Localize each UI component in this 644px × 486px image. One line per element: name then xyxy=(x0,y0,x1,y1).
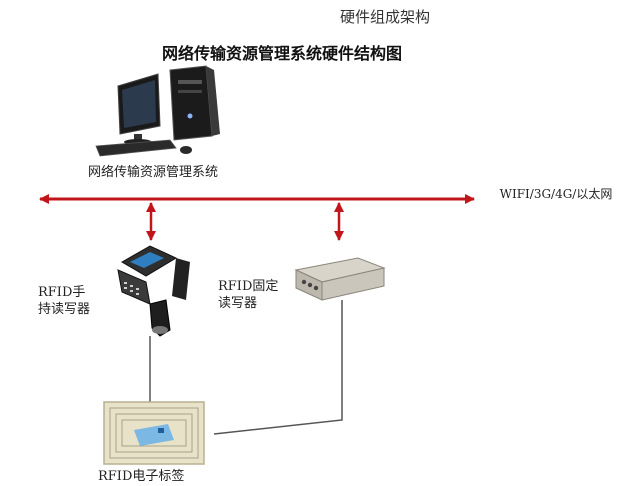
fixed-reader-label: RFID固定读写器 xyxy=(218,279,279,311)
handheld-scanner-icon xyxy=(117,245,190,337)
network-label: WIFI/3G/4G/以太网 xyxy=(499,187,613,201)
desktop-computer-icon xyxy=(95,65,220,157)
diagram-title: 网络传输资源管理系统硬件结构图 xyxy=(162,44,403,63)
fixed-reader-box-icon xyxy=(294,257,386,301)
system-label: 网络传输资源管理系统 xyxy=(88,165,219,180)
rfid-tag-card-icon xyxy=(103,401,205,465)
rfid-tag-label: RFID电子标签 xyxy=(98,469,185,484)
handheld-reader-label: RFID手持读写器 xyxy=(38,285,91,317)
fixed-tag-line xyxy=(213,300,343,435)
header-title: 硬件组成架构 xyxy=(340,8,431,26)
